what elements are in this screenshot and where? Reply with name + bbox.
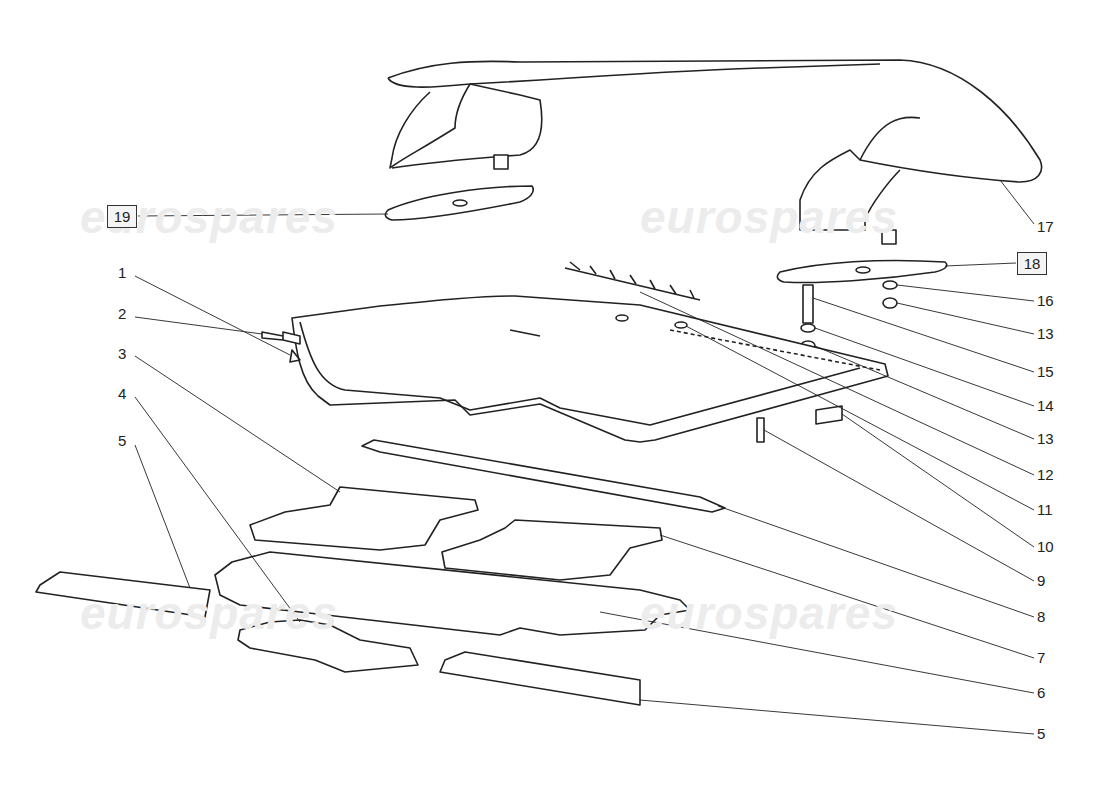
door-sill [440, 652, 640, 705]
watermark: eurospares [640, 194, 898, 240]
callout-number: 13 [1037, 326, 1054, 341]
luggage-tray [292, 296, 888, 442]
pad-hole [453, 200, 467, 206]
callout-number: 18 [1024, 256, 1041, 271]
callout-number: 3 [118, 346, 126, 361]
tray-tab [290, 350, 300, 362]
callout-number: 7 [1037, 650, 1045, 665]
boxed-callout: 19 [107, 205, 137, 228]
badge [565, 262, 700, 300]
spoiler-leg-left-side [392, 84, 542, 168]
callout-number: 5 [118, 433, 126, 448]
stud [803, 285, 813, 323]
spoiler-leg-left [390, 84, 470, 168]
callout-number: 5 [1037, 726, 1045, 741]
floor-mat [250, 487, 478, 550]
boxed-callout: 18 [1017, 252, 1047, 275]
spoiler-pad [385, 186, 533, 220]
callout-number: 15 [1037, 364, 1054, 379]
washer [883, 281, 897, 289]
washer [801, 324, 815, 332]
watermark: eurospares [80, 590, 338, 636]
nut [883, 298, 897, 308]
grommet [675, 322, 687, 328]
leader-lines [135, 180, 1034, 734]
tray-edge [670, 330, 880, 370]
callout-number: 8 [1037, 609, 1045, 624]
watermark: eurospares [640, 590, 898, 636]
callout-number: 2 [118, 306, 126, 321]
callout-number: 14 [1037, 398, 1054, 413]
callout-number: 9 [1037, 573, 1045, 588]
stud [494, 155, 508, 169]
callout-number: 17 [1037, 219, 1054, 234]
callout-number: 1 [118, 265, 126, 280]
callout-number: 4 [118, 386, 126, 401]
grommet [616, 315, 628, 321]
callout-number: 10 [1037, 539, 1054, 554]
callout-number: 19 [114, 209, 131, 224]
callout-number: 13 [1037, 431, 1054, 446]
pad-hole [856, 267, 870, 273]
callout-number: 16 [1037, 293, 1054, 308]
screw [757, 418, 764, 442]
clip [816, 406, 842, 424]
spoiler-edge [388, 64, 880, 87]
callout-number: 6 [1037, 685, 1045, 700]
callout-number: 12 [1037, 467, 1054, 482]
callout-number: 11 [1037, 502, 1053, 517]
floor-mat [442, 520, 662, 580]
tray-mark [510, 330, 540, 336]
bolt [262, 332, 300, 344]
spoiler-pad [777, 260, 946, 282]
